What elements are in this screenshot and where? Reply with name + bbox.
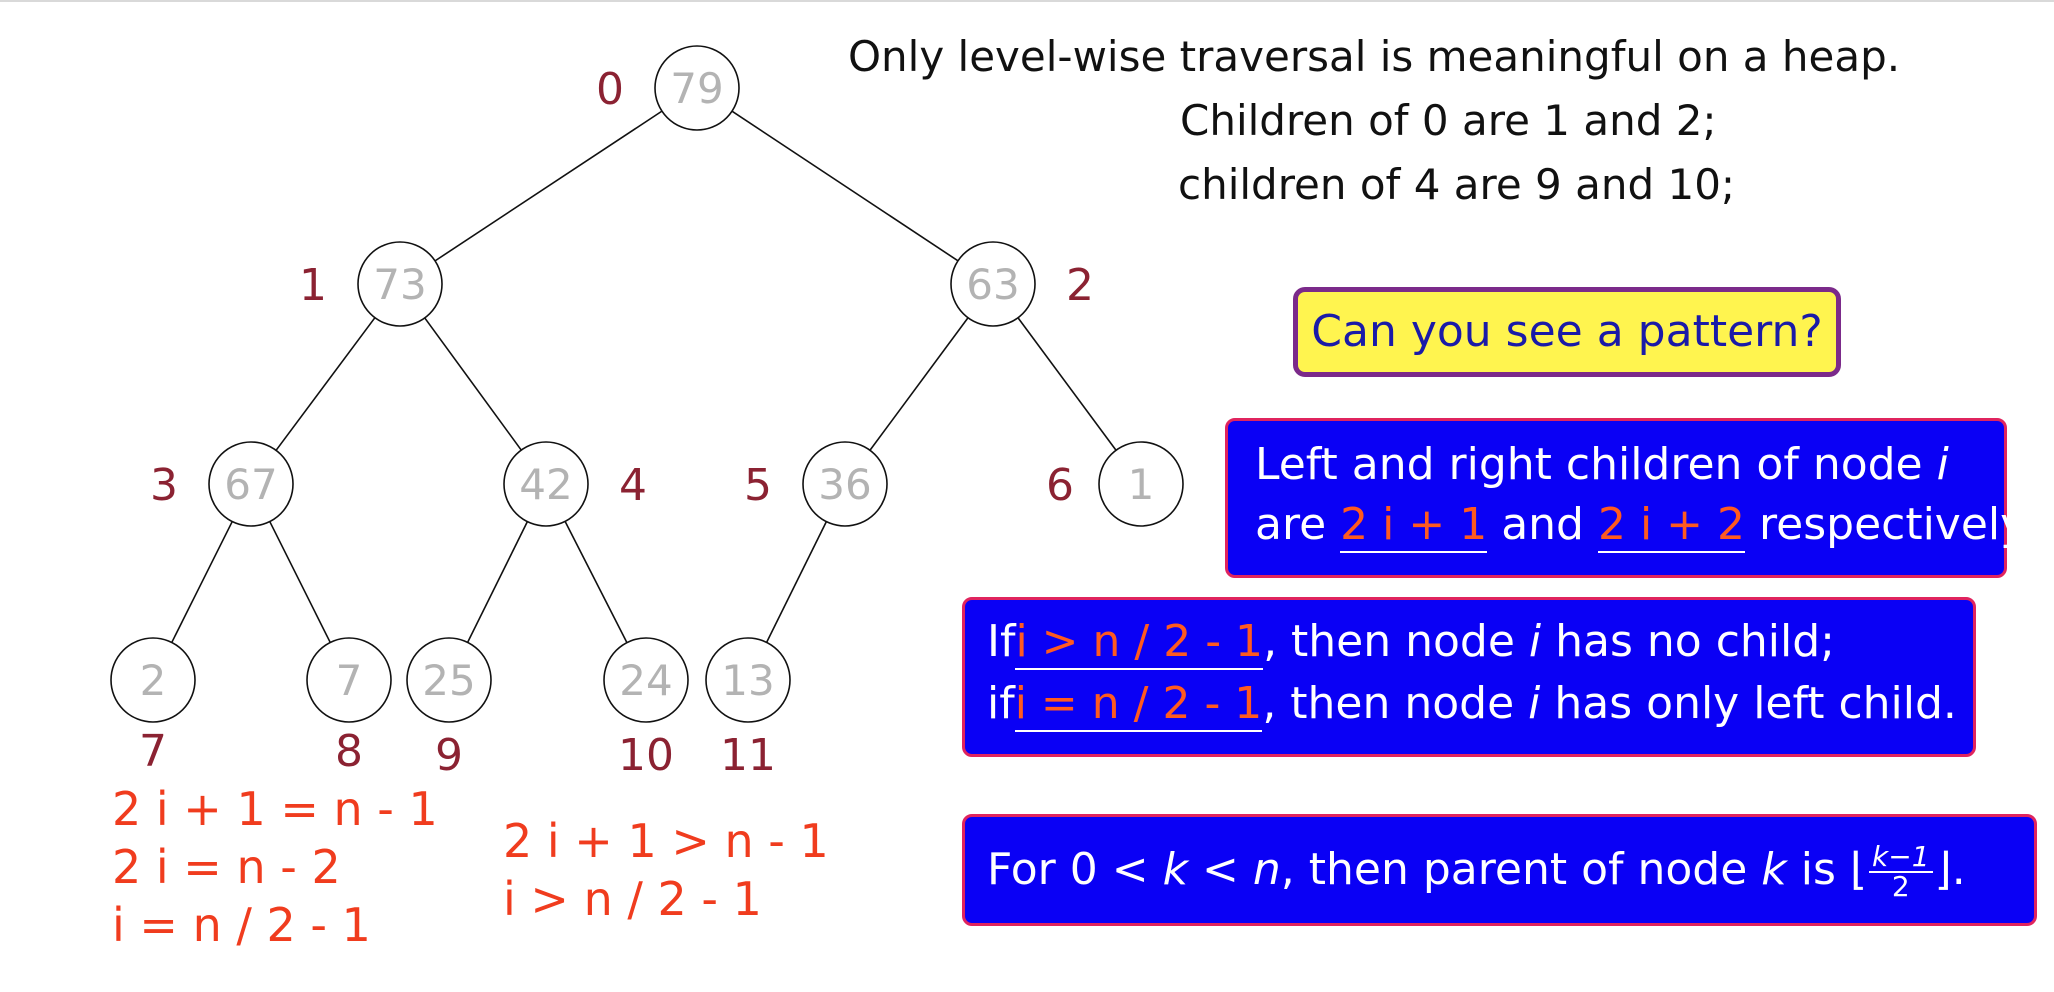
- tree-node-value: 13: [721, 656, 774, 705]
- tree-node-circle: [357, 241, 443, 327]
- left-child-only-formula: i = n / 2 - 1: [1014, 678, 1263, 732]
- tree-node-index: 5: [744, 460, 772, 511]
- tree-node-value: 1: [1128, 460, 1155, 509]
- parent-text: is: [1786, 844, 1850, 895]
- leaf-text: If: [987, 616, 1016, 667]
- leaf-line-1: Ifi > n / 2 - 1, then node i has no chil…: [987, 616, 1835, 670]
- tree-node-circle: [1098, 441, 1184, 527]
- fraction-denominator: 2: [1891, 870, 1910, 903]
- tree-node-circle: [603, 637, 689, 723]
- children-text: Left and right children of node: [1255, 439, 1937, 490]
- tree-node-value: 36: [818, 460, 871, 509]
- heap-tree: 79 0 73 1 63 2 67 3 42 4 36 5 1 6 2 7 7 8 25 9 24 10 13 11: [110, 45, 1184, 781]
- derivation-left: 2 i + 1 = n - 1 2 i = n - 2 i = n / 2 - …: [112, 780, 438, 954]
- tree-node-value: 73: [373, 260, 426, 309]
- tree-node-value: 24: [619, 656, 672, 705]
- tree-node-value: 79: [670, 64, 723, 113]
- tree-edge: [765, 521, 828, 643]
- fraction-numerator: k−1: [1869, 843, 1933, 873]
- tree-edge: [466, 521, 529, 643]
- no-child-formula: i > n / 2 - 1: [1015, 616, 1264, 670]
- tree-node-index: 3: [150, 460, 178, 511]
- derivation-left-line: 2 i + 1 = n - 1: [112, 782, 438, 836]
- children-formula-box: Left and right children of node i are 2 …: [1225, 418, 2034, 578]
- heading-line-2: Children of 0 are 1 and 2;: [1180, 96, 1717, 145]
- tree-node-value: 42: [519, 460, 572, 509]
- var-i: i: [1528, 678, 1541, 729]
- tree-node-index: 10: [618, 730, 674, 781]
- var-k: k: [1761, 844, 1787, 895]
- tree-node-index: 8: [335, 726, 363, 777]
- var-i: i: [1936, 439, 1949, 490]
- tree-node-index: 6: [1046, 460, 1074, 511]
- pattern-question-box: Can you see a pattern?: [1293, 287, 1841, 377]
- tree-edge: [275, 317, 376, 451]
- children-line-2: are 2 i + 1 and 2 i + 2 respectively.: [1255, 499, 2034, 553]
- tree-node-circle: [802, 441, 888, 527]
- leaf-condition-box: Ifi > n / 2 - 1, then node i has no chil…: [962, 597, 1976, 757]
- tree-edge: [171, 521, 233, 643]
- tree-node-circle: [406, 637, 492, 723]
- parent-formula-box: For 0 < k < n, then parent of node k is …: [962, 814, 2037, 926]
- tree-edge: [424, 317, 522, 451]
- tree-node-circle: [950, 241, 1036, 327]
- var-k: k: [1162, 844, 1189, 895]
- leaf-text: if: [987, 678, 1015, 729]
- parent-text: .: [1951, 844, 1966, 895]
- children-line-1: Left and right children of node i: [1255, 439, 1949, 490]
- children-text: and: [1501, 499, 1584, 550]
- tree-edge: [564, 521, 628, 643]
- heading-line-1: Only level-wise traversal is meaningful …: [848, 32, 1901, 81]
- leaf-text: , then node: [1262, 678, 1529, 729]
- tree-node-value: 2: [140, 656, 167, 705]
- heading-line-3: children of 4 are 9 and 10;: [1178, 160, 1736, 209]
- tree-node-value: 67: [224, 460, 277, 509]
- parent-text: , then parent of node: [1280, 844, 1762, 895]
- derivation-right-line: i > n / 2 - 1: [503, 872, 762, 926]
- var-n: n: [1252, 844, 1281, 895]
- derivation-left-line: 2 i = n - 2: [112, 840, 341, 894]
- derivation-right: 2 i + 1 > n - 1 i > n / 2 - 1: [503, 812, 829, 928]
- tree-node-circle: [654, 45, 740, 131]
- tree-node-index: 9: [435, 730, 463, 781]
- top-border: [0, 0, 2054, 2]
- tree-edge: [869, 317, 969, 451]
- tree-edge: [731, 110, 959, 262]
- floor-open: ⌊: [1849, 844, 1868, 895]
- tree-node-value: 7: [336, 656, 363, 705]
- derivation-left-line: i = n / 2 - 1: [112, 898, 371, 952]
- leaf-line-2: ifi = n / 2 - 1, then node i has only le…: [987, 678, 1957, 732]
- parent-line: For 0 < k < n, then parent of node k is …: [987, 843, 1966, 901]
- tree-node-index: 2: [1066, 260, 1094, 311]
- tree-node-index: 1: [299, 260, 327, 311]
- tree-node-value: 63: [966, 260, 1019, 309]
- children-text: are: [1255, 499, 1341, 550]
- derivation-right-line: 2 i + 1 > n - 1: [503, 814, 829, 868]
- var-i: i: [1528, 616, 1542, 667]
- children-text: respectively.: [1745, 499, 2034, 550]
- tree-node-circle: [503, 441, 589, 527]
- tree-node-index: 0: [596, 64, 624, 115]
- leaf-text: has only left child.: [1540, 678, 1957, 729]
- tree-edge: [434, 110, 663, 262]
- tree-node-circle: [306, 637, 392, 723]
- parent-text: <: [1188, 844, 1253, 895]
- tree-node-circle: [110, 637, 196, 723]
- tree-node-circle: [705, 637, 791, 723]
- tree-node-circle: [208, 441, 294, 527]
- leaf-text: , then node: [1263, 616, 1529, 667]
- leaf-text: has no child;: [1541, 616, 1835, 667]
- tree-node-index: 7: [139, 726, 167, 777]
- tree-node-value: 25: [422, 656, 475, 705]
- tree-node-index: 4: [619, 460, 647, 511]
- parent-text: For 0 <: [987, 844, 1163, 895]
- tree-node-index: 11: [720, 730, 776, 781]
- right-child-formula: 2 i + 2: [1597, 499, 1746, 553]
- floor-close: ⌋: [1934, 844, 1952, 895]
- tree-edge: [1017, 317, 1117, 451]
- left-child-formula: 2 i + 1: [1340, 499, 1488, 553]
- tree-edge: [269, 521, 331, 643]
